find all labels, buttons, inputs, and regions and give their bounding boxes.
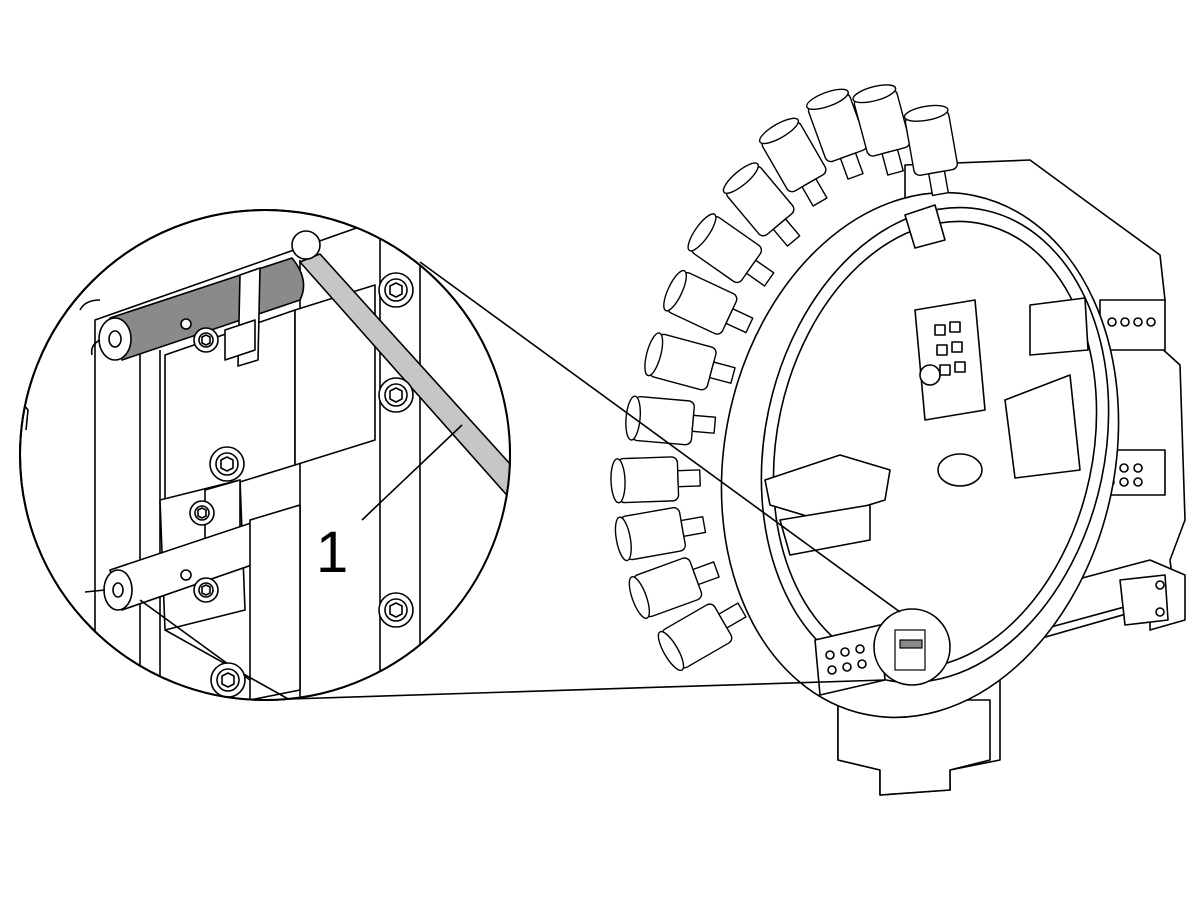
detail-view <box>20 224 510 700</box>
plate-hole <box>937 453 983 487</box>
tool-changer-assembly <box>610 84 1186 796</box>
hex-bolts <box>189 230 414 698</box>
circuit-board <box>914 299 986 421</box>
plate-window <box>1029 297 1089 356</box>
base-block <box>837 699 991 796</box>
side-bolt-pad <box>1099 299 1166 351</box>
clamp-block <box>764 454 891 521</box>
tool-pots <box>610 84 959 672</box>
top-lug <box>904 204 946 249</box>
magnifier-lines <box>289 261 901 700</box>
callout-label-1: 1 <box>316 520 348 585</box>
plate-window <box>1004 374 1081 479</box>
callout-leader-line <box>361 424 463 521</box>
